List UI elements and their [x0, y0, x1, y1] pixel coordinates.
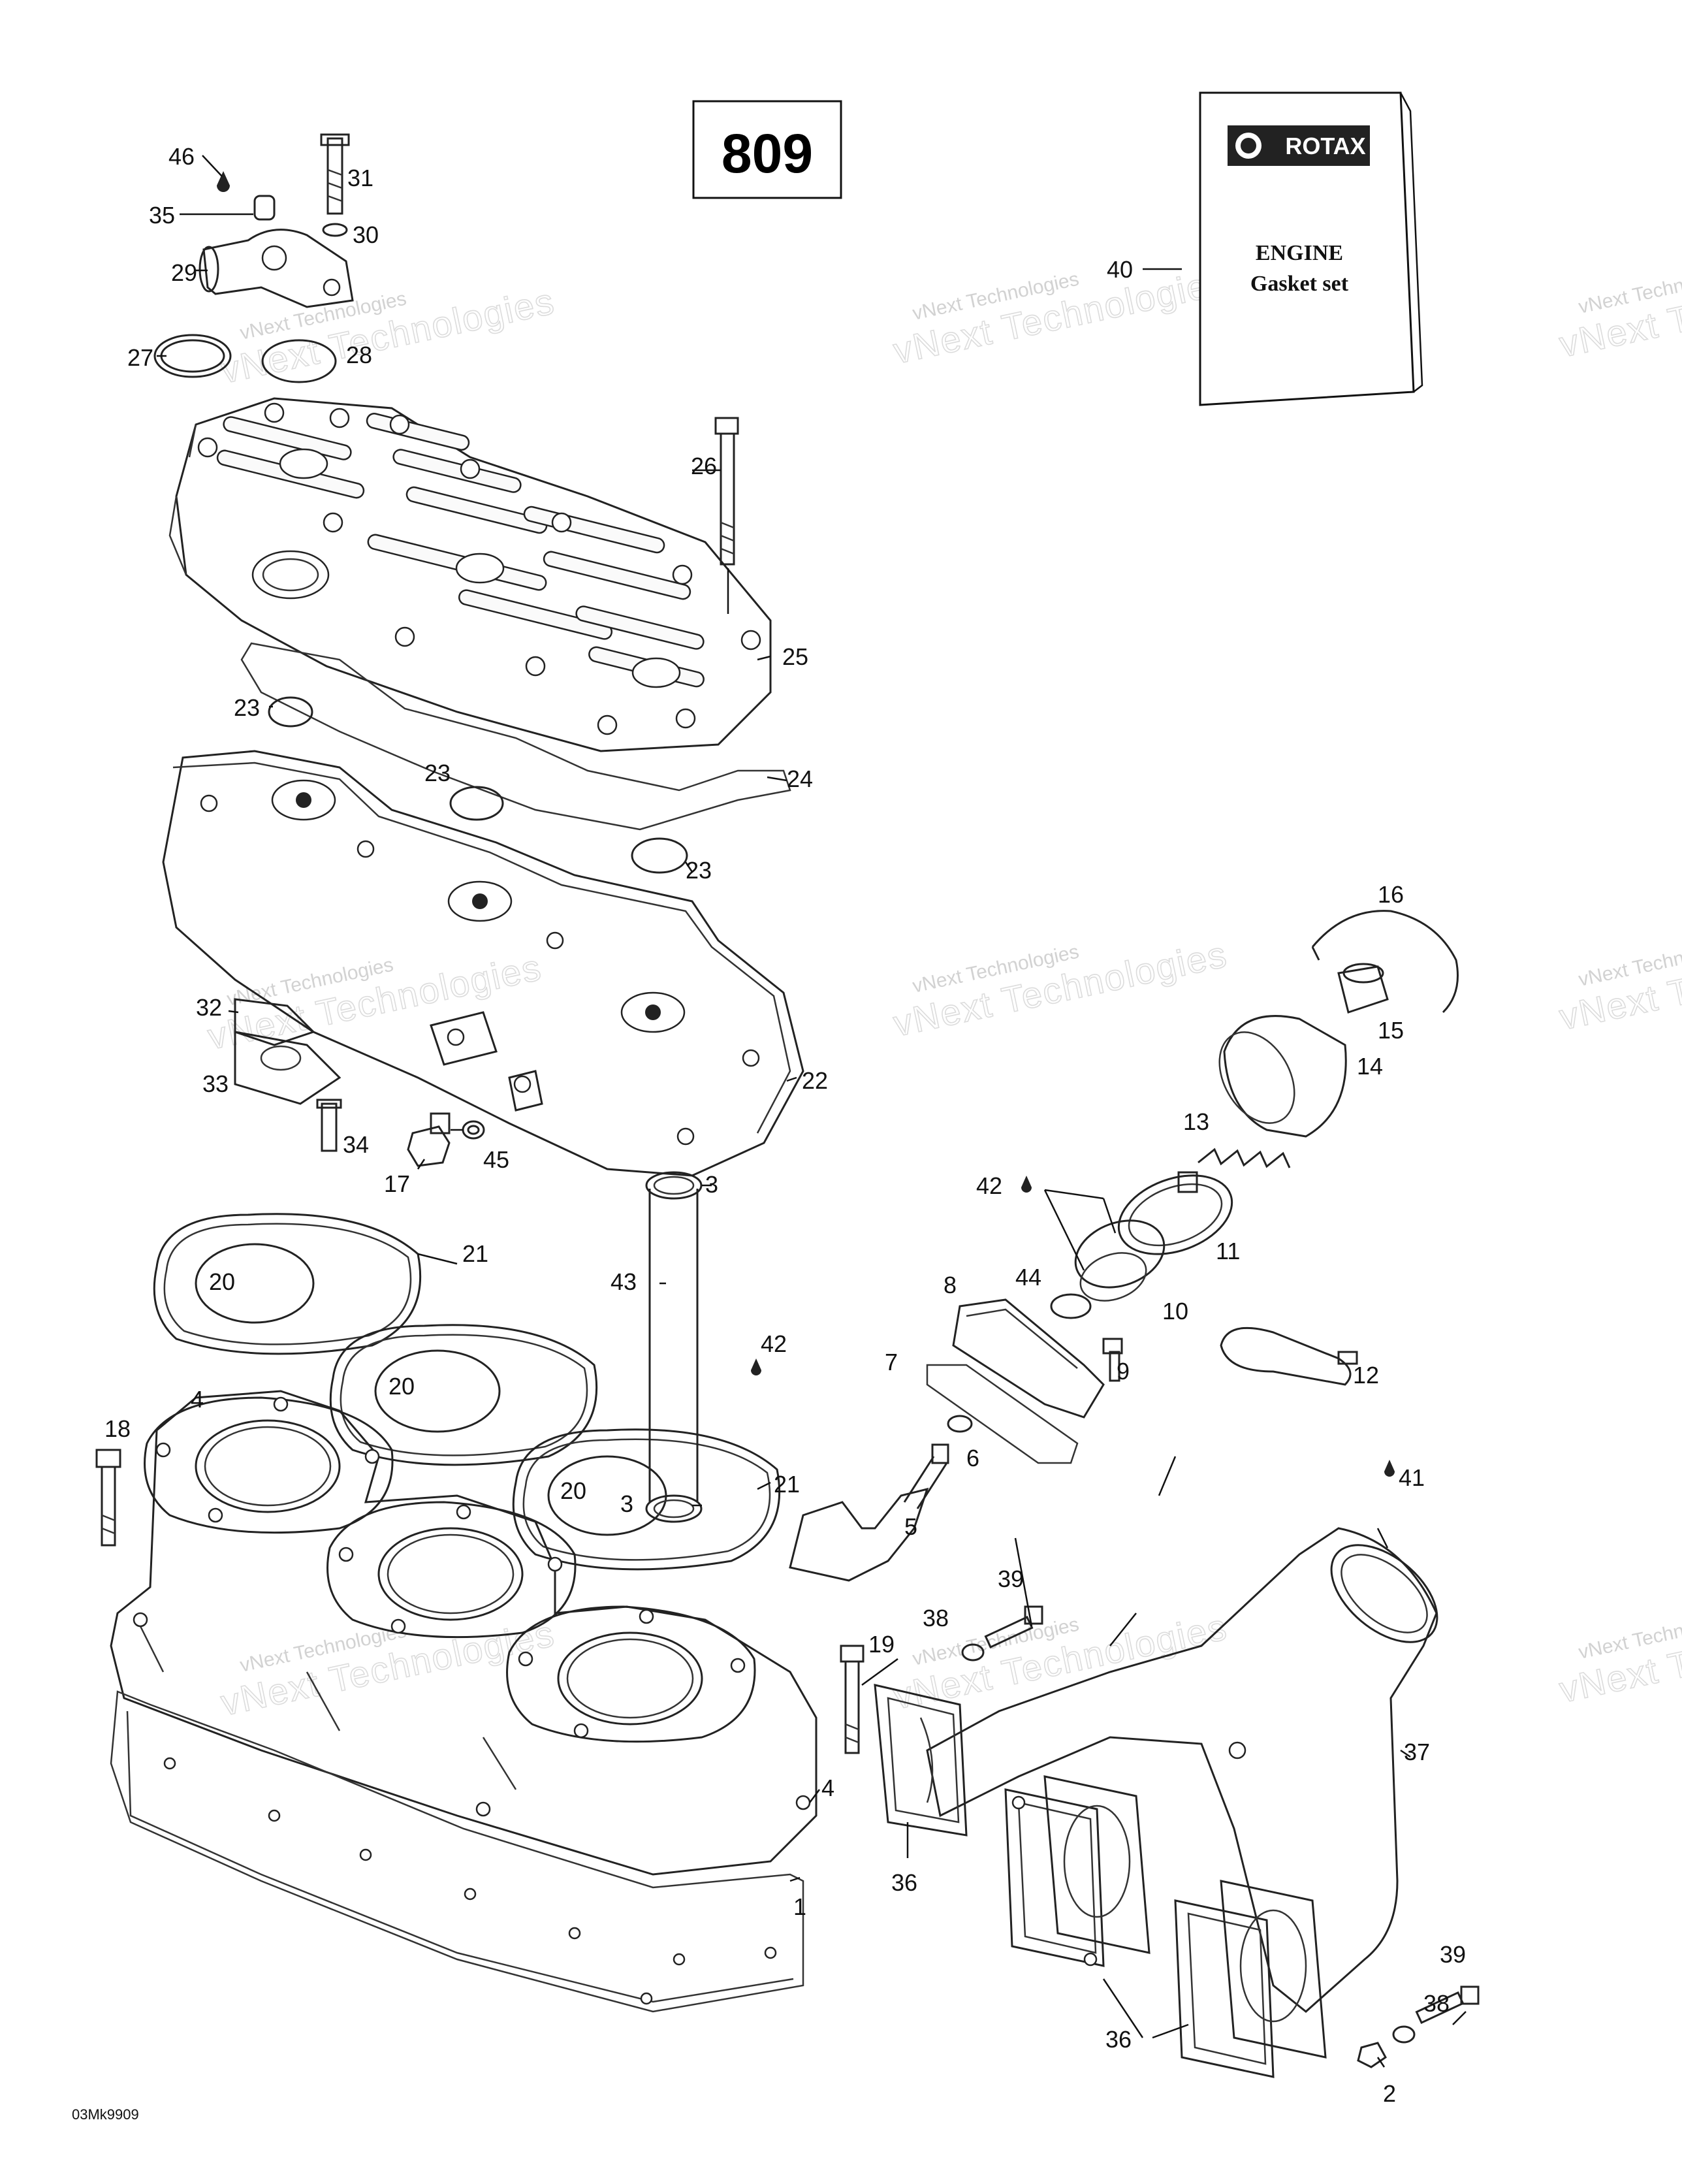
exhaust-manifold-group	[874, 1460, 1480, 2078]
gasket-set-line2: Gasket set	[1250, 272, 1349, 296]
callout-42a: 42	[976, 1172, 1002, 1199]
cover-plate-group	[234, 998, 341, 1105]
reference-number: 809	[722, 123, 813, 184]
callout-20b: 20	[389, 1373, 415, 1400]
crankcase-gasket	[110, 1690, 804, 2013]
bolt-19	[840, 1645, 865, 1754]
callout-33: 33	[202, 1070, 229, 1097]
sealant-drop-icon	[1021, 1176, 1032, 1193]
o-rings-23	[268, 696, 688, 874]
callout-34: 34	[343, 1131, 369, 1158]
callout-36b: 36	[1105, 2026, 1132, 2053]
callout-27: 27	[127, 344, 153, 371]
gasket-set-line1: ENGINE	[1256, 241, 1343, 265]
callout-3b: 3	[620, 1490, 633, 1517]
callout-38b: 38	[1423, 1990, 1450, 2017]
callout-12: 12	[1353, 1362, 1379, 1389]
callout-7: 7	[885, 1349, 898, 1375]
callout-11: 11	[1216, 1238, 1240, 1264]
thermostat-housing-group	[153, 133, 354, 383]
callout-40: 40	[1107, 256, 1133, 283]
callout-24: 24	[787, 765, 813, 792]
sealant-drop-icon	[217, 171, 230, 192]
callout-20c: 20	[560, 1477, 586, 1504]
callout-8: 8	[944, 1272, 957, 1298]
callout-10: 10	[1162, 1298, 1188, 1325]
cylinder-block	[110, 1390, 817, 1876]
callout-41: 41	[1399, 1464, 1425, 1491]
gasket-set-brand: ROTAX	[1285, 133, 1365, 159]
callout-43: 43	[611, 1268, 637, 1295]
callout-14: 14	[1357, 1053, 1383, 1080]
water-tube	[645, 1171, 761, 1523]
bolt-18	[95, 1449, 121, 1547]
callout-2: 2	[1383, 2080, 1396, 2107]
callout-labels: 46 31 35 30 29 27 28 26 25 23 23 24 23 3…	[104, 143, 1466, 2107]
rave-valve-group	[789, 910, 1459, 1582]
callout-23c: 23	[686, 857, 712, 884]
callout-20a: 20	[209, 1268, 235, 1295]
callout-23b: 23	[424, 760, 451, 786]
callout-44: 44	[1015, 1264, 1041, 1291]
callout-37: 37	[1404, 1739, 1430, 1765]
callout-23a: 23	[234, 694, 260, 721]
callout-31: 31	[347, 165, 373, 191]
callout-13: 13	[1183, 1108, 1209, 1135]
callout-3a: 3	[705, 1171, 718, 1198]
callout-28: 28	[346, 342, 372, 368]
gasket-set-book: ROTAX ENGINE Gasket set	[1199, 91, 1423, 406]
callout-39a: 39	[998, 1566, 1024, 1592]
cylinder-head-base	[162, 750, 804, 1177]
leader-lines	[157, 155, 1467, 2068]
callout-32: 32	[196, 994, 222, 1021]
callout-19: 19	[868, 1631, 895, 1658]
reference-box: 809	[692, 100, 842, 199]
image-code: 03Mk9909	[72, 2106, 139, 2123]
callout-4b: 4	[821, 1774, 834, 1801]
callout-4a: 4	[191, 1386, 204, 1413]
callout-38a: 38	[923, 1605, 949, 1631]
callout-29: 29	[171, 259, 197, 286]
head-bolt	[714, 417, 739, 566]
cylinder-head	[168, 397, 772, 752]
callout-26: 26	[691, 453, 717, 479]
callout-46: 46	[168, 143, 195, 170]
callout-22: 22	[802, 1067, 828, 1094]
callout-36a: 36	[891, 1869, 917, 1896]
sealant-drop-icon	[751, 1358, 761, 1375]
callout-6: 6	[966, 1445, 979, 1471]
callout-5: 5	[904, 1513, 917, 1540]
callout-18: 18	[104, 1415, 131, 1442]
callout-42b: 42	[761, 1330, 787, 1357]
callout-39b: 39	[1440, 1941, 1466, 1968]
callout-25: 25	[782, 643, 808, 670]
callout-30: 30	[353, 221, 379, 248]
head-gasket-outline	[240, 642, 791, 831]
callout-9: 9	[1117, 1358, 1130, 1385]
callout-35: 35	[149, 202, 175, 229]
callout-17: 17	[384, 1170, 410, 1197]
callout-21b: 21	[774, 1471, 800, 1498]
callout-21a: 21	[462, 1240, 488, 1267]
sealant-drop-icon	[1384, 1460, 1395, 1477]
callout-1: 1	[793, 1893, 806, 1920]
callout-45: 45	[483, 1146, 509, 1173]
callout-16: 16	[1378, 881, 1404, 908]
callout-15: 15	[1378, 1017, 1404, 1044]
